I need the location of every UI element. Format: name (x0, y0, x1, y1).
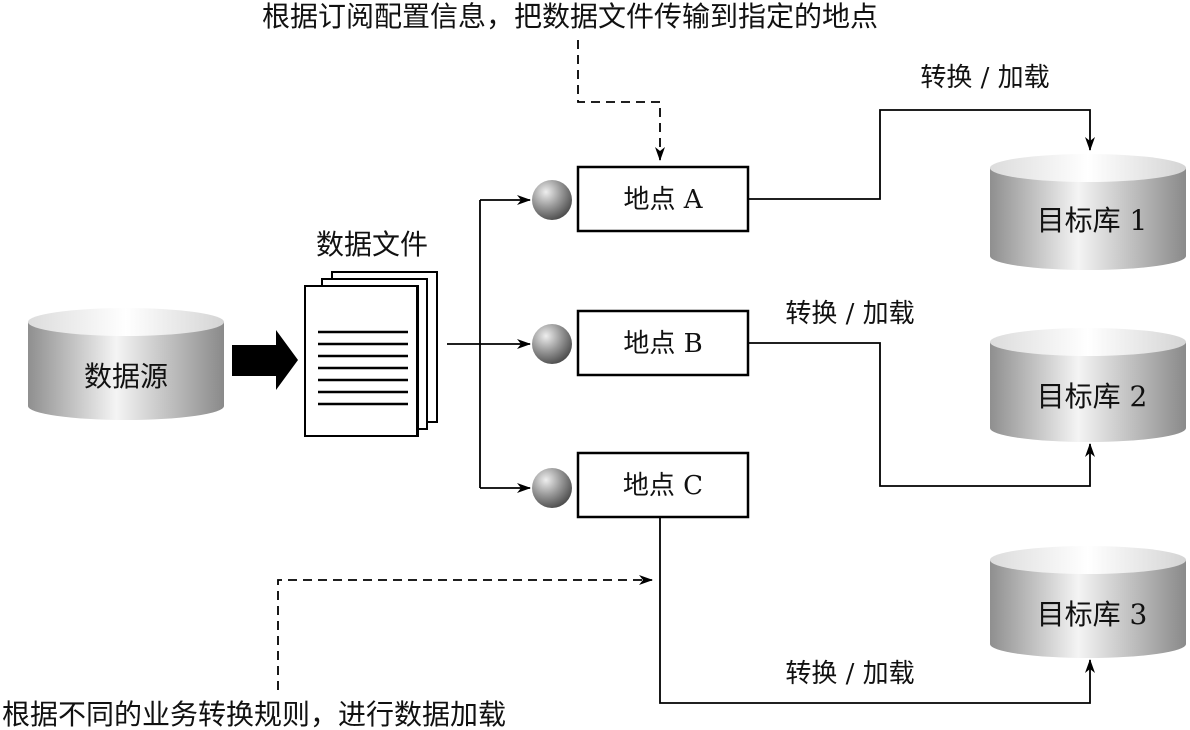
big-right-arrow-icon (232, 330, 298, 390)
data-source-cylinder (28, 308, 224, 420)
site-b-box (576, 309, 750, 377)
site-c-box (576, 451, 750, 519)
data-source-label: 数据源 (84, 360, 168, 393)
transform-label-2: 转换 / 加载 (785, 299, 914, 329)
site-a-label: 地点 A (623, 185, 703, 215)
top-annotation: 根据订阅配置信息，把数据文件传输到指定的地点 (262, 0, 878, 33)
distribution-connectors (447, 195, 531, 493)
target-db-2-label: 目标库 2 (1037, 380, 1148, 413)
target-db-3-label: 目标库 3 (1037, 598, 1148, 631)
target-db-1-label: 目标库 1 (1037, 204, 1148, 237)
site-a-sphere-icon (532, 180, 572, 220)
site-a-box (576, 165, 750, 233)
transform-connectors (659, 109, 1095, 704)
bottom-annotation: 根据不同的业务转换规则，进行数据加载 (2, 698, 506, 730)
site-c-sphere-icon (532, 468, 572, 508)
site-b-label: 地点 B (623, 329, 702, 359)
target-db-3-cylinder (990, 546, 1186, 658)
site-c-label: 地点 C (623, 471, 703, 501)
target-db-2-cylinder (990, 328, 1186, 442)
data-files-stack-icon (304, 271, 438, 437)
data-files-label: 数据文件 (316, 228, 428, 261)
transform-label-3: 转换 / 加载 (785, 659, 914, 689)
transform-label-1: 转换 / 加载 (920, 63, 1049, 93)
target-db-1-cylinder (990, 154, 1186, 270)
dashed-annotation-connectors (277, 40, 665, 690)
site-b-sphere-icon (532, 324, 572, 364)
